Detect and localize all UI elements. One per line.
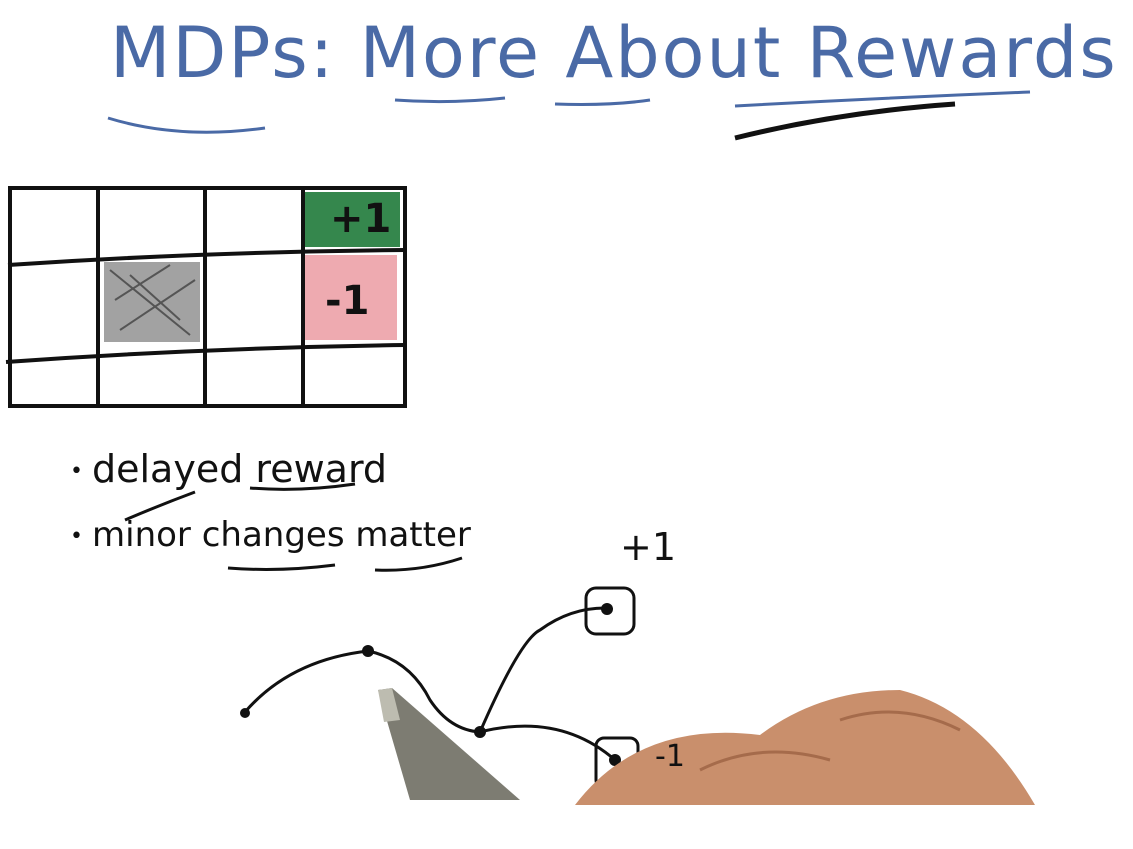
positive-reward-label: +1 — [330, 196, 392, 242]
underline-delayed — [124, 490, 196, 522]
grid-cell-negative — [305, 255, 397, 340]
title-underline-mdps — [107, 116, 266, 134]
underline-changes — [227, 563, 336, 571]
title-underline-more — [394, 96, 506, 104]
tree-negative-label: -1 — [655, 739, 685, 774]
bullet-dot: • — [70, 458, 83, 484]
page-title: MDPs: More About Rewards — [110, 12, 1118, 94]
negative-reward-label: -1 — [325, 278, 370, 324]
hand-image — [575, 690, 1035, 805]
underline-matter — [374, 556, 463, 572]
grid-cell-positive — [305, 192, 400, 247]
grid-lines — [5, 186, 407, 408]
grid-cell-blocked — [104, 262, 200, 342]
tree-nodes — [240, 603, 621, 766]
reward-tree — [243, 586, 640, 790]
pen-image — [378, 688, 520, 800]
blocked-scribble — [109, 264, 196, 336]
tree-positive-label: +1 — [620, 525, 677, 569]
bullet-item: • delayed reward — [70, 450, 387, 488]
title-underline-about — [554, 98, 651, 106]
title-underline-emphasis — [734, 101, 956, 141]
bullet-dot: • — [70, 523, 83, 549]
bullet-item: • minor changes matter — [70, 518, 471, 552]
underline-reward — [249, 482, 356, 491]
title-underline-rewards — [734, 90, 1031, 108]
bullet-text: minor changes matter — [92, 515, 471, 555]
bullet-text: delayed reward — [92, 447, 388, 491]
